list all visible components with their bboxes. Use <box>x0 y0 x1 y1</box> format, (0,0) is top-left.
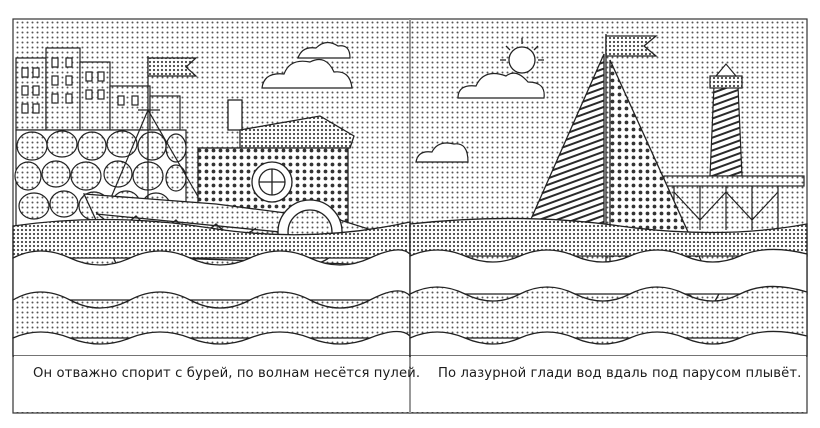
caption-area-left <box>14 356 409 412</box>
sea-right <box>409 217 808 357</box>
caption-left: Он отважно спорит с бурей, по волнам нес… <box>33 366 421 381</box>
clouds-left <box>261 41 353 89</box>
caption-area-right <box>411 356 806 412</box>
caption-right: По лазурной глади вод вдаль под парусом … <box>438 366 802 381</box>
pier <box>663 175 805 230</box>
lighthouse <box>709 63 743 177</box>
sea-left <box>12 218 411 357</box>
sun-icon <box>500 38 544 74</box>
ship-flag <box>109 56 201 230</box>
clouds-right <box>415 72 545 163</box>
